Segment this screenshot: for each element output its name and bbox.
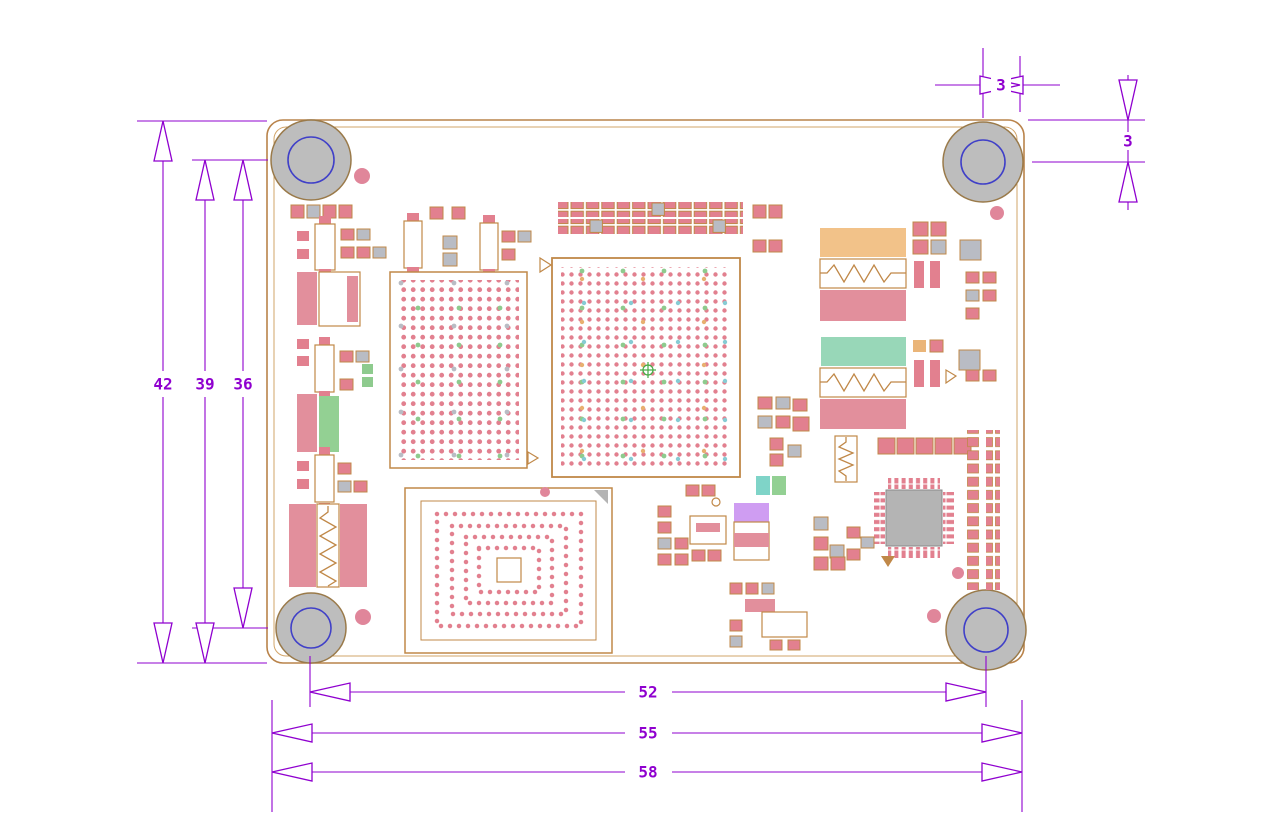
origin-crosshair [640, 362, 656, 378]
mounting-hole-top-left [270, 119, 352, 201]
bga-left [389, 271, 540, 469]
component-blocks-pink-green [297, 394, 339, 452]
component-stack-right [819, 228, 907, 429]
dimension-horizontal-55: 55 [271, 723, 1023, 743]
dimension-top-offset-3: 3 [935, 75, 1060, 95]
dim-label-39: 39 [195, 375, 214, 394]
dimension-vertical-36: 36 [233, 159, 253, 629]
fiducial-marker [527, 450, 540, 466]
fiducial-marker [945, 368, 958, 385]
component-cluster-teal-purple [733, 476, 786, 561]
connector-rows-top [558, 202, 783, 253]
component-cluster-sot-left [297, 447, 368, 512]
block-mint [821, 337, 906, 366]
dimension-right-offset-3: 3 [1118, 75, 1138, 210]
dimension-vertical-42: 42 [153, 120, 173, 664]
capacitor-left [297, 271, 361, 327]
dimension-horizontal-58: 58 [271, 762, 1023, 782]
dim-label-42: 42 [153, 375, 172, 394]
dim-label-36: 36 [233, 375, 252, 394]
component-cluster-right-upper [912, 221, 997, 320]
capacitor-bank-bottom-left [289, 503, 367, 588]
component-cluster-center-bottom-left [657, 484, 727, 566]
dimension-vertical-39: 39 [195, 159, 215, 664]
block-orange [820, 228, 906, 257]
component-cluster-bottom-center [729, 582, 808, 651]
qfp-ic [874, 478, 954, 567]
component-cluster-right-mid [913, 339, 997, 387]
mounting-hole-bottom-left [275, 592, 347, 664]
dim-label-55: 55 [638, 724, 657, 743]
block-purple [734, 503, 769, 522]
mounting-hole-top-right [942, 121, 1024, 203]
label-halo [1119, 132, 1137, 150]
via-dots [354, 168, 1004, 625]
corner-notch [594, 490, 608, 504]
dimension-horizontal-52: 52 [309, 682, 987, 702]
resistor-vertical [834, 435, 858, 483]
dim-label-52: 52 [638, 683, 657, 702]
dim-label-58: 58 [638, 763, 657, 782]
pad-row-right [877, 437, 972, 455]
component-cluster-mid-left [297, 337, 373, 400]
connector-strip-right [967, 430, 1000, 590]
bga-socket [404, 487, 613, 654]
component-cluster-mid-right [757, 396, 810, 467]
mounting-holes [270, 119, 1027, 671]
dim-label-right-3: 3 [1123, 132, 1133, 151]
pin1-marker [881, 556, 895, 567]
label-halo [991, 76, 1011, 94]
pin1-marker [539, 256, 553, 274]
bga-center [539, 256, 741, 478]
silkscreen-outline [273, 126, 1018, 657]
dim-label-top-3: 3 [996, 76, 1006, 95]
component-cluster-under-stack [813, 516, 875, 571]
